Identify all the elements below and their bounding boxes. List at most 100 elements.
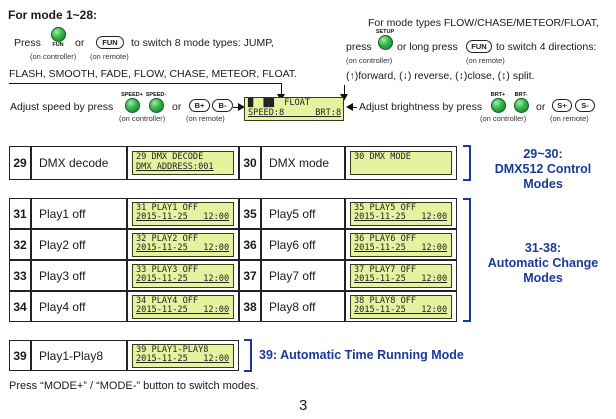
direction-intro: For mode types FLOW/CHASE/METEOR/FLOAT,	[368, 17, 599, 29]
lcd-line-2: 2015-11-25 12:00	[136, 354, 230, 364]
on-controller-note: (on controller)	[119, 114, 166, 123]
setup-controller-button[interactable]: SETUP	[374, 29, 396, 50]
mode-label: Play6 off	[261, 229, 345, 260]
press-text-right: press	[346, 41, 372, 53]
mode-number: 36	[239, 229, 261, 260]
underline-rule	[9, 83, 281, 84]
switch-text: to switch 8 mode types: JUMP,	[131, 37, 274, 49]
lcd-line-2: 2015-11-25 12:00	[136, 305, 230, 315]
lcd-line-2: 2015-11-25 12:00	[354, 305, 448, 315]
speed-remote-plus-button[interactable]: B+	[189, 99, 210, 112]
lcd-line-1: 33 PLAY3 OFF	[136, 264, 199, 275]
mode-lcd-display: █ ██ FLOAT ↓ SPEED:8 BRT:8	[244, 97, 344, 121]
play-bracket	[463, 198, 471, 322]
mode-number: 29	[9, 146, 31, 180]
mode-number: 30	[239, 146, 261, 180]
or-text: or	[536, 101, 546, 113]
mode-number: 37	[239, 260, 261, 291]
speed-text: Adjust speed by press	[10, 101, 114, 113]
or-text: or	[172, 101, 182, 113]
dmx-caption-line-2: DMX512 Control	[494, 162, 592, 176]
green-button-icon	[148, 98, 164, 113]
bright-remote-plus-button[interactable]: S+	[552, 99, 572, 112]
long-press-text: or long press	[397, 41, 458, 53]
on-remote-note-right: (on remote)	[466, 56, 505, 65]
mode-label: DMX mode	[261, 146, 345, 180]
mode-label: Play1 off	[31, 198, 127, 229]
mode-heading: For mode 1~28:	[8, 8, 98, 22]
mode-number: 35	[239, 198, 261, 229]
lcd-line-1: 39 PLAY1-PLAY8	[136, 344, 209, 355]
bright-plus-label: BRT+	[490, 92, 506, 98]
mode-lcd-cell: 30 DMX MODE	[345, 146, 457, 180]
bright-remote-minus-button[interactable]: S-	[575, 99, 595, 112]
auto-caption: 39: Automatic Time Running Mode	[259, 348, 464, 362]
speed-minus-controller-button[interactable]: SPEED-	[145, 92, 167, 113]
on-remote-note: (on remote)	[186, 114, 225, 123]
fun-remote-button[interactable]: FUN	[96, 36, 124, 49]
speed-plus-controller-button[interactable]: SPEED+	[121, 92, 143, 113]
or-text: or	[75, 37, 85, 49]
mode-label: Play8 off	[261, 291, 345, 322]
dmx-caption-line-1: 29~30:	[523, 147, 563, 161]
lcd-line-1: █ ██ FLOAT ↓	[248, 98, 344, 108]
lcd-line-1: 34 PLAY4 OFF	[136, 295, 199, 306]
left-arrow-connector	[281, 83, 282, 96]
lcd-line-1: 32 PLAY2 OFF	[136, 233, 199, 244]
mode-lcd-cell: 39 PLAY1-PLAY8 2015-11-25 12:00	[127, 340, 239, 371]
green-button-icon	[377, 35, 393, 50]
dmx-caption: 29~30: DMX512 Control Modes	[478, 147, 608, 192]
lcd-line-2: 2015-11-25 12:00	[136, 243, 230, 253]
auto-table: 39 Play1-Play8 39 PLAY1-PLAY8 2015-11-25…	[9, 340, 239, 371]
mode-label: Play7 off	[261, 260, 345, 291]
on-remote-note: (on remote)	[90, 52, 129, 61]
mode-number: 31	[9, 198, 31, 229]
bright-plus-controller-button[interactable]: BRT+	[487, 92, 509, 113]
on-controller-note-right: (on controller)	[346, 56, 393, 65]
mode-lcd: 39 PLAY1-PLAY8 2015-11-25 12:00	[132, 343, 234, 368]
play-caption: 31-38: Automatic Change Modes	[478, 241, 608, 286]
bright-minus-controller-button[interactable]: BRT-	[510, 92, 532, 113]
play-caption-line-2: Automatic Change	[487, 256, 599, 270]
mode-number: 38	[239, 291, 261, 322]
lcd-line-1: 31 PLAY1 OFF	[136, 202, 199, 213]
on-remote-note: (on remote)	[550, 114, 589, 123]
setup-button-label: SETUP	[375, 29, 395, 35]
bright-arrow-line	[349, 107, 357, 108]
lcd-line-2: 2015-11-25 12:00	[354, 243, 448, 253]
down-arrow-icon	[340, 94, 348, 101]
green-button-icon	[490, 98, 506, 113]
lcd-line-1: 36 PLAY6 OFF	[354, 233, 417, 244]
mode-label: Play2 off	[31, 229, 127, 260]
mode-lcd: 30 DMX MODE	[350, 151, 452, 175]
fun-controller-button[interactable]: FUN	[49, 27, 67, 48]
fun-remote-button-right[interactable]: FUN	[466, 40, 492, 53]
lcd-line-2: 2015-11-25 12:00	[354, 274, 448, 284]
mode-types-line: FLASH, SMOOTH, FADE, FLOW, CHASE, METEOR…	[9, 68, 298, 80]
footer-note: Press “MODE+” / “MODE-” button to switch…	[9, 380, 259, 392]
lcd-line-2: DMX ADDRESS:001	[136, 161, 214, 172]
speed-remote-minus-button[interactable]: B-	[212, 99, 233, 112]
switch-directions-text: to switch 4 directions:	[496, 41, 597, 53]
mode-number: 32	[9, 229, 31, 260]
green-button-icon	[124, 98, 140, 113]
play-caption-line-1: 31-38:	[524, 241, 562, 255]
mode-lcd: 29 DMX DECODE DMX ADDRESS:001	[132, 151, 234, 175]
speed-minus-label: SPEED-	[145, 92, 167, 98]
mode-label: Play4 off	[31, 291, 127, 322]
mode-label: Play5 off	[261, 198, 345, 229]
